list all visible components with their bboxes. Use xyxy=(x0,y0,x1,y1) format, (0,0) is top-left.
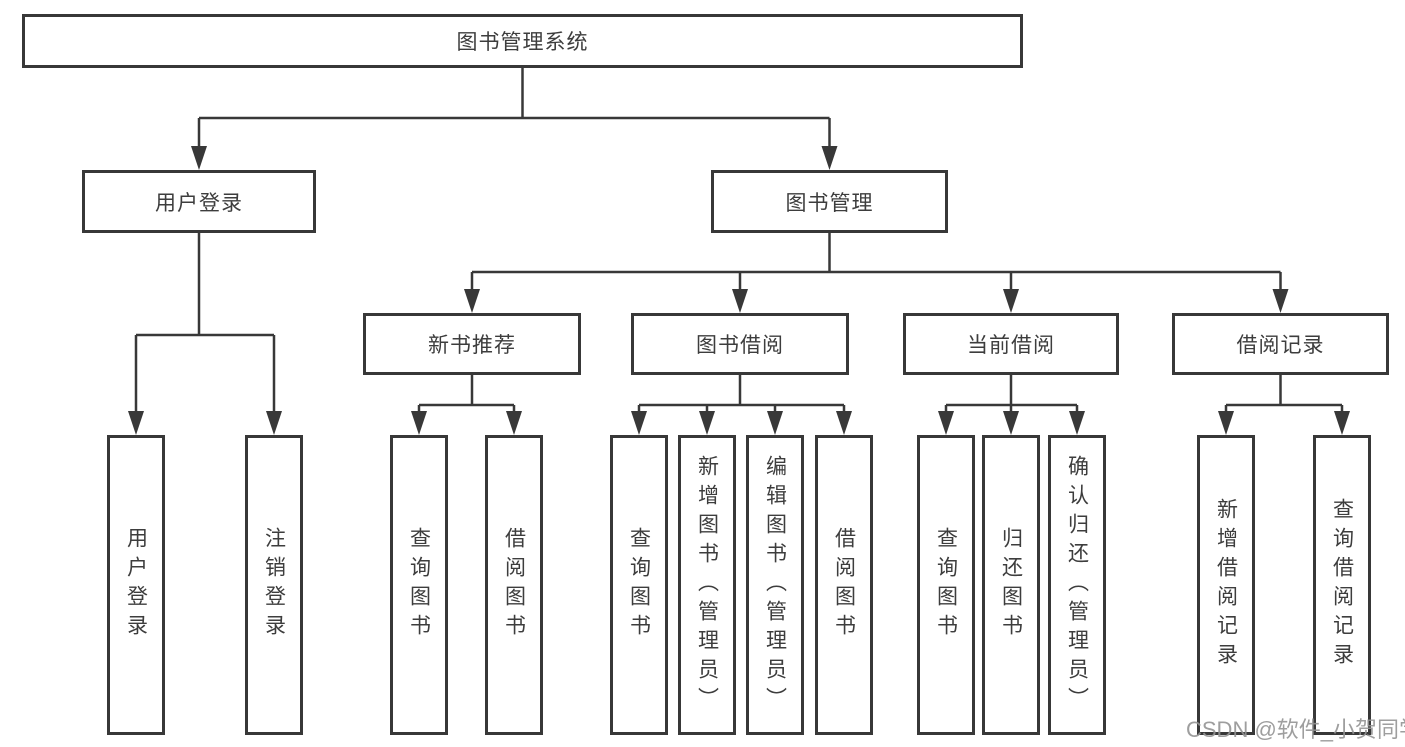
node-label: 编辑图书（管理员） xyxy=(763,454,787,716)
leaf-return-books: 归还图书 xyxy=(982,435,1040,735)
leaf-query-books: 查询图书 xyxy=(917,435,975,735)
leaf-query-borrow-record: 查询借阅记录 xyxy=(1313,435,1371,735)
node-label: 查询图书 xyxy=(627,527,651,643)
arrowhead-icons xyxy=(128,146,1350,435)
leaf-add-borrow-record: 新增借阅记录 xyxy=(1197,435,1255,735)
node-label: 用户登录 xyxy=(155,191,243,215)
leaf-edit-books-admin: 编辑图书（管理员） xyxy=(746,435,804,735)
node-new-book-recommendation: 新书推荐 xyxy=(363,313,581,375)
node-label: 借阅记录 xyxy=(1236,334,1325,357)
node-book-borrowing: 图书借阅 xyxy=(631,313,849,375)
node-label: 查询图书 xyxy=(407,527,431,643)
leaf-query-books: 查询图书 xyxy=(610,435,668,735)
node-library-management-system: 图书管理系统 xyxy=(22,14,1023,68)
leaf-query-books: 查询图书 xyxy=(390,435,448,735)
node-label: 查询图书 xyxy=(934,527,958,643)
node-label: 图书借阅 xyxy=(696,334,784,357)
node-label: 新增借阅记录 xyxy=(1214,498,1238,672)
node-label: 注销登录 xyxy=(262,527,286,643)
node-label: 图书管理系统 xyxy=(456,31,589,54)
node-label: 用户登录 xyxy=(124,527,148,643)
leaf-borrow-books: 借阅图书 xyxy=(485,435,543,735)
node-current-borrowing: 当前借阅 xyxy=(903,313,1119,375)
node-book-management: 图书管理 xyxy=(711,170,948,233)
leaf-borrow-books: 借阅图书 xyxy=(815,435,873,735)
node-label: 归还图书 xyxy=(999,527,1023,643)
node-label: 查询借阅记录 xyxy=(1330,498,1354,672)
leaf-confirm-return-admin: 确认归还（管理员） xyxy=(1048,435,1106,735)
node-label: 当前借阅 xyxy=(967,334,1055,357)
leaf-user-login: 用户登录 xyxy=(107,435,165,735)
node-borrowing-records: 借阅记录 xyxy=(1172,313,1389,375)
node-label: 确认归还（管理员） xyxy=(1065,454,1089,716)
node-label: 新增图书（管理员） xyxy=(695,454,719,716)
leaf-logout: 注销登录 xyxy=(245,435,303,735)
csdn-watermark: CSDN @软件_小贺同学 xyxy=(1186,717,1405,742)
node-user-login: 用户登录 xyxy=(82,170,316,233)
node-label: 图书管理 xyxy=(785,191,874,215)
leaf-add-books-admin: 新增图书（管理员） xyxy=(678,435,736,735)
node-label: 借阅图书 xyxy=(832,527,856,643)
node-label: 新书推荐 xyxy=(428,334,516,357)
node-label: 借阅图书 xyxy=(502,527,526,643)
